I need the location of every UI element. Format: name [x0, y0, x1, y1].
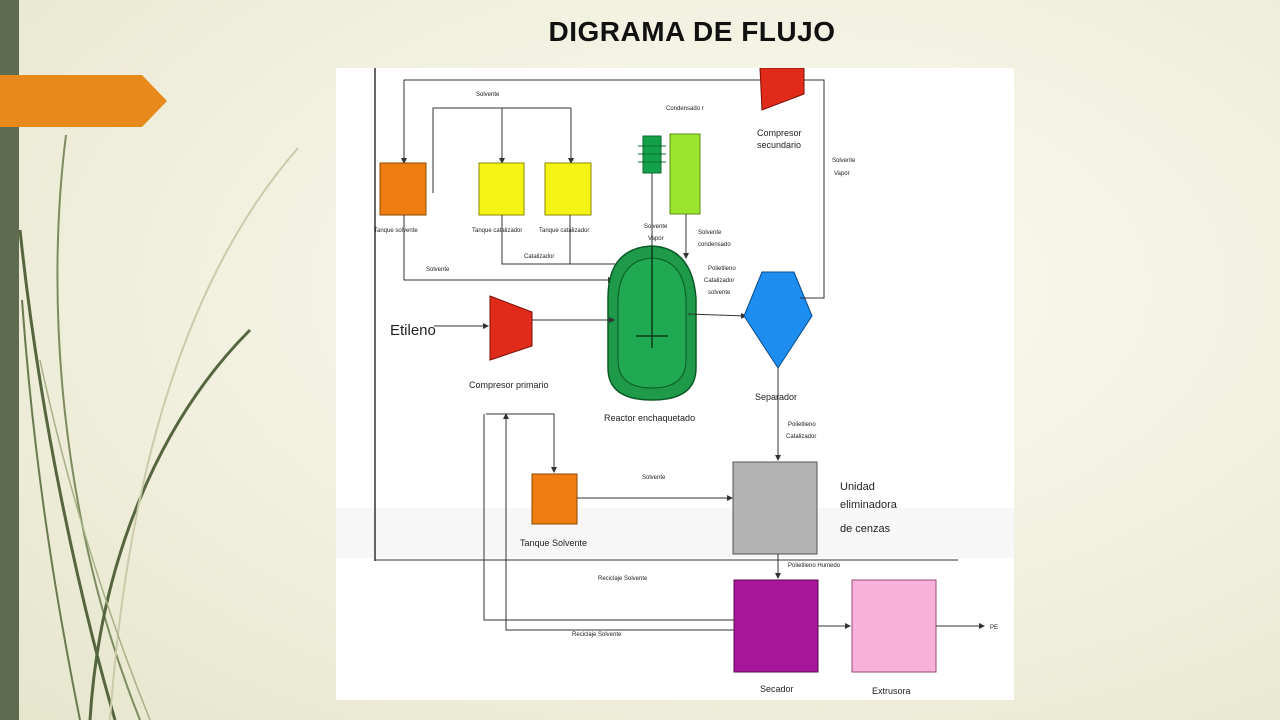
secador-icon: [733, 579, 819, 673]
label-stream-solvente-top: Solvente: [476, 92, 500, 98]
tanque-catalizador-1-icon: [478, 162, 525, 216]
label-compresor-secundario-2: secundario: [757, 140, 801, 150]
tanque-catalizador-2-icon: [544, 162, 592, 216]
label-reciclaje-1: Reciclaje Solvente: [598, 576, 648, 582]
label-sep-vapor-1: Solvente: [832, 158, 856, 164]
label-condensador: Condensado r: [666, 106, 704, 112]
label-reactor-out-2: Catalizador: [704, 278, 734, 284]
decorative-grass-strokes: [18, 134, 299, 720]
unidad-eliminadora-icon: [732, 461, 818, 555]
label-sep-out-2: Catalizador: [786, 434, 816, 440]
label-reactor-out-1: Polietileno: [708, 266, 736, 272]
label-stream-solvente-mid: Solvente: [642, 475, 666, 481]
orange-arrow-tab: [0, 75, 167, 127]
label-output: PE: [990, 625, 998, 631]
label-extrusora: Extrusora: [872, 686, 911, 696]
compresor-secundario-icon: [759, 68, 805, 111]
flow-diagram: Tanque solvente Tanque catalizador Tanqu…: [336, 68, 1014, 700]
label-stream-catalizador: Catalizador: [524, 254, 554, 260]
label-unidad-3: de cenzas: [840, 523, 891, 535]
label-reactor-out-3: solvente: [708, 290, 731, 296]
compresor-primario-icon: [489, 295, 533, 361]
label-tanque-catalizador-1: Tanque catalizador: [472, 228, 522, 234]
label-sep-vapor-2: Vapor: [834, 171, 850, 177]
label-compresor-primario: Compresor primario: [469, 380, 549, 390]
left-accent-bar: [0, 0, 19, 720]
label-tanque-solvente-2: Tanque Solvente: [520, 538, 587, 548]
label-solvente-vapor-1: Solvente: [644, 224, 668, 230]
label-solvente-vapor-2: Vapor: [648, 236, 664, 242]
tanque-solvente-icon: [379, 162, 427, 216]
label-secador: Secador: [760, 684, 794, 694]
condensador-icon: [638, 133, 701, 215]
label-unidad-2: eliminadora: [840, 499, 898, 511]
label-compresor-secundario-1: Compresor: [757, 128, 802, 138]
label-polietileno-humedo: Polietileno Humedo: [788, 563, 841, 569]
label-reactor: Reactor enchaquetado: [604, 413, 695, 423]
label-solvente-cond-2: condensado: [698, 242, 731, 248]
label-solvente-cond-1: Solvente: [698, 230, 722, 236]
label-sep-out-1: Polietileno: [788, 422, 816, 428]
label-tanque-solvente: Tanque solvente: [374, 228, 418, 234]
label-etileno: Etileno: [390, 322, 436, 339]
label-unidad-1: Unidad: [840, 481, 875, 493]
separador-icon: [743, 271, 813, 369]
extrusora-icon: [851, 579, 937, 673]
label-separador: Separador: [755, 392, 797, 402]
label-stream-solvente-left: Solvente: [426, 267, 450, 273]
tanque-solvente-2-icon: [531, 473, 578, 525]
label-reciclaje-2: Reciclaje Solvente: [572, 632, 622, 638]
slide-title: DIGRAMA DE FLUJO: [548, 16, 836, 47]
label-tanque-catalizador-2: Tanque catalizador: [539, 228, 589, 234]
reactor-enchaquetado-icon: [607, 245, 697, 401]
